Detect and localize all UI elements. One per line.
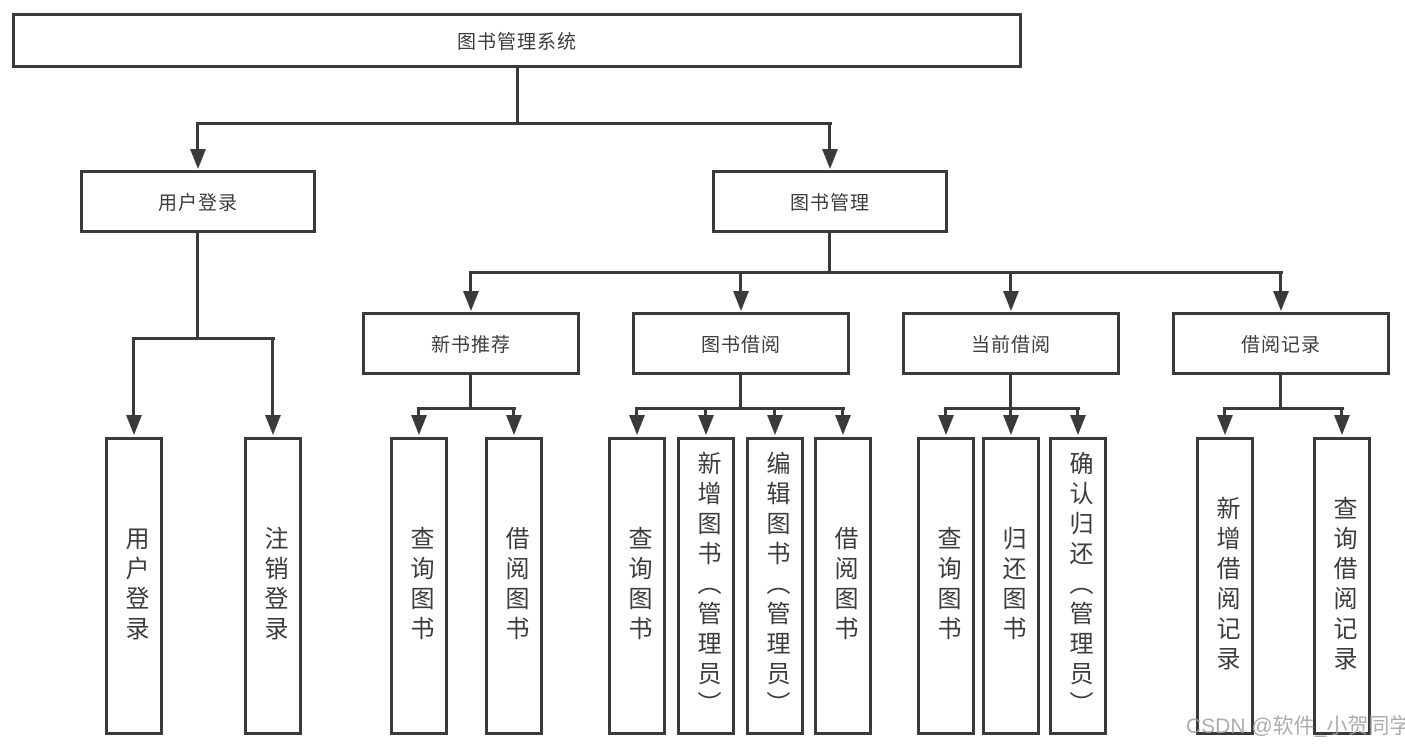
leaf-bb-edit-books-admin: 编辑图书（管理员） bbox=[746, 437, 804, 735]
leaf-label: 用户登录 bbox=[121, 526, 148, 646]
node-book-borrow: 图书借阅 bbox=[632, 312, 850, 375]
arrow-down-icon bbox=[1003, 415, 1019, 435]
arrow-down-icon bbox=[1334, 415, 1350, 435]
connector-line bbox=[739, 375, 742, 410]
connector-level3-splitter bbox=[469, 271, 1283, 274]
leaf-bb-query-books: 查询图书 bbox=[608, 437, 666, 735]
connector-splitter bbox=[1223, 407, 1344, 410]
arrow-down-icon bbox=[1070, 415, 1086, 435]
connector-root-stem bbox=[516, 68, 519, 125]
leaf-bb-borrow-books: 借阅图书 bbox=[814, 437, 872, 735]
leaf-nbr-borrow-books: 借阅图书 bbox=[485, 437, 543, 735]
connector-line bbox=[1279, 271, 1282, 293]
connector-line bbox=[739, 271, 742, 293]
connector-line bbox=[841, 407, 844, 417]
leaf-label: 查询图书 bbox=[624, 526, 651, 646]
connector-user-login-stem bbox=[196, 233, 199, 340]
leaf-label: 确认归还（管理员） bbox=[1065, 451, 1092, 721]
leaf-cb-query-books: 查询图书 bbox=[917, 437, 975, 735]
arrow-down-icon bbox=[411, 415, 427, 435]
connector-line bbox=[1340, 407, 1343, 417]
connector-user-login-splitter bbox=[132, 337, 275, 340]
node-book-management: 图书管理 bbox=[712, 170, 948, 233]
arrow-down-icon bbox=[733, 291, 749, 311]
connector-line bbox=[1223, 407, 1226, 417]
node-label: 图书管理 bbox=[789, 193, 870, 214]
node-user-login: 用户登录 bbox=[80, 170, 316, 233]
leaf-label: 新增借阅记录 bbox=[1212, 496, 1239, 676]
arrow-down-icon bbox=[1003, 291, 1019, 311]
connector-line bbox=[512, 407, 515, 417]
arrow-down-icon bbox=[126, 415, 142, 435]
leaf-nbr-query-books: 查询图书 bbox=[390, 437, 448, 735]
leaf-cb-return-books: 归还图书 bbox=[982, 437, 1040, 735]
arrow-down-icon bbox=[1273, 291, 1289, 311]
arrow-down-icon bbox=[767, 415, 783, 435]
leaf-br-query-record: 查询借阅记录 bbox=[1313, 437, 1371, 735]
connector-line bbox=[469, 271, 472, 293]
connector-splitter bbox=[635, 407, 845, 410]
connector-line bbox=[417, 407, 420, 417]
connector-line bbox=[635, 407, 638, 417]
arrow-down-icon bbox=[1217, 415, 1233, 435]
connector-book-mgmt-stem bbox=[828, 233, 831, 274]
arrow-down-icon bbox=[190, 149, 206, 169]
connector-line bbox=[132, 337, 135, 417]
connector-line bbox=[196, 122, 199, 150]
node-label: 借阅记录 bbox=[1240, 335, 1321, 356]
connector-line bbox=[773, 407, 776, 417]
leaf-label: 归还图书 bbox=[998, 526, 1025, 646]
connector-line bbox=[271, 337, 274, 417]
arrow-down-icon bbox=[835, 415, 851, 435]
connector-line bbox=[1009, 407, 1012, 417]
arrow-down-icon bbox=[698, 415, 714, 435]
leaf-label: 借阅图书 bbox=[830, 526, 857, 646]
connector-line bbox=[828, 122, 831, 150]
leaf-cb-confirm-return-admin: 确认归还（管理员） bbox=[1049, 437, 1107, 735]
connector-splitter bbox=[417, 407, 516, 410]
leaf-user-login: 用户登录 bbox=[105, 437, 163, 735]
leaf-label: 借阅图书 bbox=[501, 526, 528, 646]
connector-level2-splitter bbox=[196, 122, 832, 125]
leaf-label: 注销登录 bbox=[260, 526, 287, 646]
node-new-book-recommend: 新书推荐 bbox=[362, 312, 580, 375]
node-root: 图书管理系统 bbox=[12, 13, 1022, 68]
leaf-label: 新增图书（管理员） bbox=[693, 451, 720, 721]
leaf-br-add-record: 新增借阅记录 bbox=[1196, 437, 1254, 735]
node-label: 图书借阅 bbox=[700, 335, 781, 356]
node-label: 图书管理系统 bbox=[456, 32, 577, 53]
connector-splitter bbox=[944, 407, 1080, 410]
leaf-bb-add-books-admin: 新增图书（管理员） bbox=[677, 437, 735, 735]
watermark: CSDN @软件_小贺同学 bbox=[1186, 715, 1405, 738]
leaf-label: 查询图书 bbox=[933, 526, 960, 646]
connector-line bbox=[944, 407, 947, 417]
connector-line bbox=[1076, 407, 1079, 417]
connector-line bbox=[469, 375, 472, 410]
leaf-logout: 注销登录 bbox=[244, 437, 302, 735]
arrow-down-icon bbox=[506, 415, 522, 435]
connector-line bbox=[1009, 375, 1012, 410]
node-current-borrow: 当前借阅 bbox=[902, 312, 1120, 375]
node-label: 用户登录 bbox=[157, 193, 238, 214]
leaf-label: 查询图书 bbox=[406, 526, 433, 646]
arrow-down-icon bbox=[822, 149, 838, 169]
leaf-label: 查询借阅记录 bbox=[1329, 496, 1356, 676]
arrow-down-icon bbox=[938, 415, 954, 435]
connector-line bbox=[1279, 375, 1282, 410]
arrow-down-icon bbox=[463, 291, 479, 311]
connector-line bbox=[1009, 271, 1012, 293]
connector-line bbox=[704, 407, 707, 417]
node-borrow-records: 借阅记录 bbox=[1172, 312, 1390, 375]
node-label: 当前借阅 bbox=[970, 335, 1051, 356]
arrow-down-icon bbox=[265, 415, 281, 435]
arrow-down-icon bbox=[629, 415, 645, 435]
node-label: 新书推荐 bbox=[430, 335, 511, 356]
leaf-label: 编辑图书（管理员） bbox=[762, 451, 789, 721]
